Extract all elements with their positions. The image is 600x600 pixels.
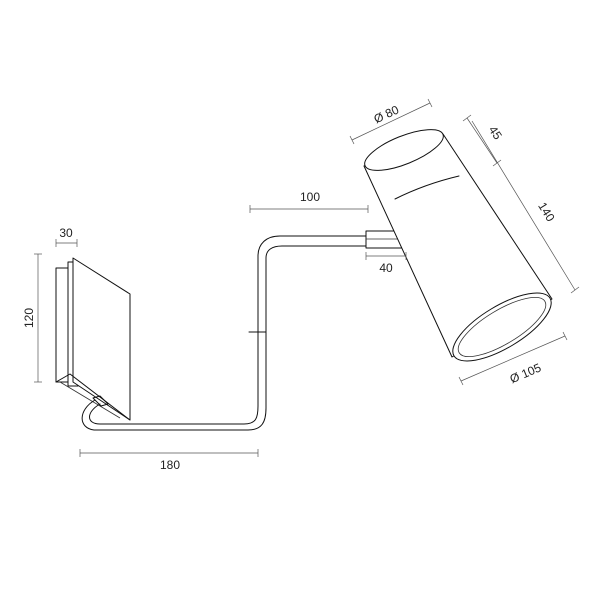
label-plate-width: 30 [59,226,73,240]
shade-bottom-inner-rim [457,297,547,357]
dim-line-shade-upper [466,117,498,164]
wall-plate [55,257,131,421]
wall-plate-face [72,257,131,421]
dim-line-shade-bottom [460,335,566,382]
wall-plate-bottom-edge [55,373,131,421]
label-shade-top-diameter: Ø 80 [372,102,402,126]
dim-tick [562,331,568,341]
lamp-arm [81,230,407,431]
dim-tick [427,98,433,108]
dim-tick [462,114,472,122]
label-plate-height: 120 [22,308,36,328]
arm-tube-outer [81,245,367,431]
label-shade-upper: 45 [486,123,505,142]
dim-tick [458,376,464,386]
dimension-lines [34,98,580,457]
label-shade-bottom-diameter: Ø 105 [508,360,544,386]
dim-tick [492,159,502,167]
lamp-shade [363,129,553,362]
wall-plate-bottom-shadow [59,381,121,419]
label-shade-length: 140 [535,200,558,225]
arm-tube-inner [89,235,367,425]
dim-tick [349,135,355,145]
dim-tick [570,286,580,294]
arm-fixing-nut [92,395,109,407]
dim-line-shade-top [351,102,431,141]
label-arm-top: 100 [300,190,320,204]
shade-top-opening [364,129,444,171]
dim-line-shade-length [471,120,576,291]
shade-section-line [394,175,460,200]
label-neck: 40 [379,261,393,275]
shade-bottom-opening [452,292,552,362]
label-arm-reach: 180 [160,458,180,472]
